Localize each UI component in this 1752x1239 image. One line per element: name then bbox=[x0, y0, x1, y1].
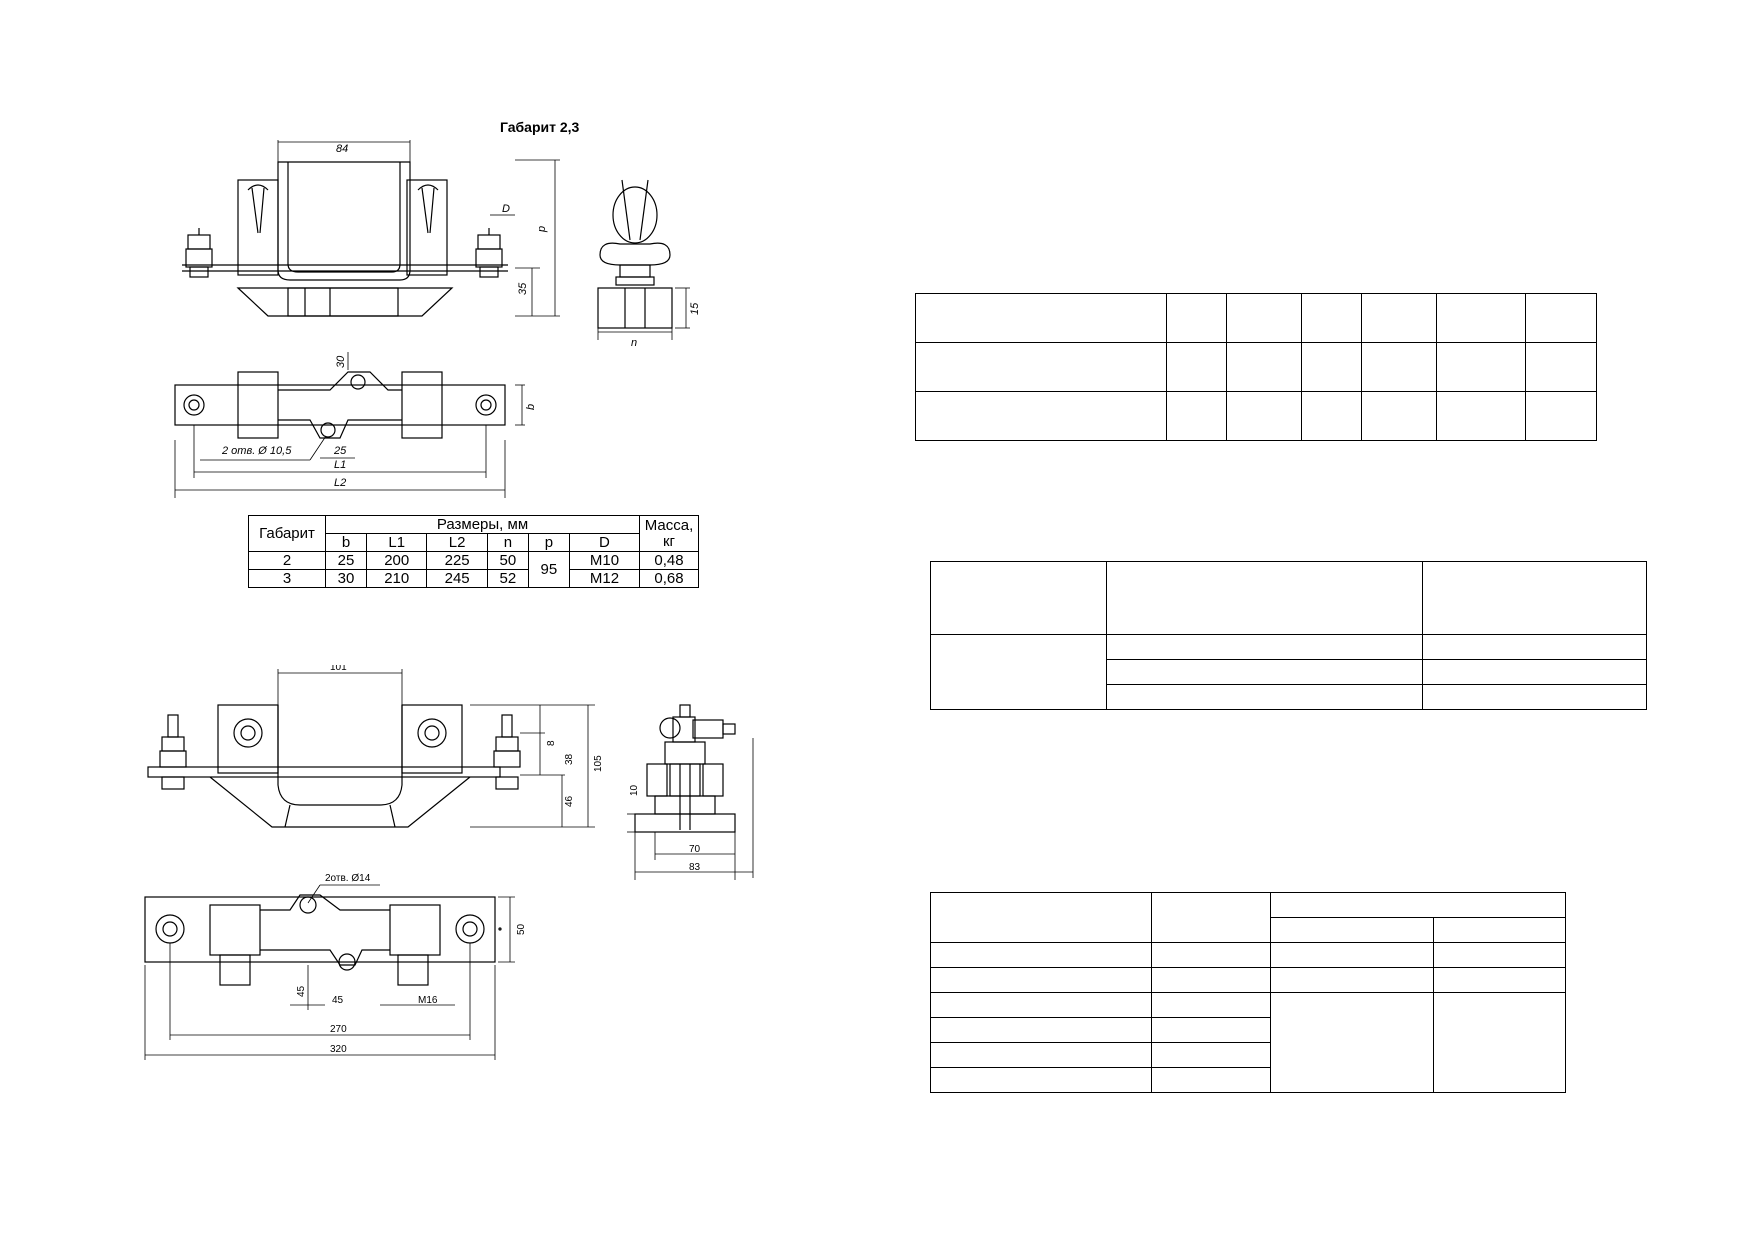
dim-height-p: p bbox=[536, 226, 548, 233]
cell-L2: 225 bbox=[426, 551, 488, 570]
cell-gabarit: 2 bbox=[248, 551, 326, 570]
header-gabarit: Габарит bbox=[248, 515, 326, 552]
dim-holes: 2 отв. Ø 10,5 bbox=[221, 445, 292, 457]
cell-mass: 0,48 bbox=[639, 551, 699, 570]
spec-table: Габарит Размеры, мм Масса, кг b L1 L2 n … bbox=[248, 515, 699, 588]
cell-b: 30 bbox=[324, 569, 368, 588]
empty-grid-2 bbox=[930, 561, 1647, 710]
dim-10: 10 bbox=[629, 784, 640, 796]
cell-L1: 200 bbox=[366, 551, 428, 570]
dim-b: b bbox=[525, 404, 537, 410]
table-row: 3 30 210 245 52 M12 0,68 bbox=[248, 569, 699, 588]
cell-b: 25 bbox=[324, 551, 368, 570]
col-p: p bbox=[527, 533, 570, 552]
cell-L2: 245 bbox=[426, 569, 488, 588]
dim-width-n: n bbox=[631, 337, 637, 349]
dim-25: 25 bbox=[333, 445, 347, 457]
dim-holes-14: 2отв. Ø14 bbox=[325, 873, 371, 884]
cell-n: 52 bbox=[486, 569, 529, 588]
dim-30: 30 bbox=[335, 355, 347, 368]
cell-gabarit: 3 bbox=[248, 569, 326, 588]
col-D: D bbox=[568, 533, 641, 552]
dim-L1: L1 bbox=[334, 459, 346, 471]
dim-8: 8 bbox=[546, 740, 557, 746]
dim-diameter-d: D bbox=[502, 203, 510, 215]
drawing1-top-view: 30 b 2 отв. Ø 10,5 25 L1 L2 bbox=[174, 352, 537, 498]
col-b: b bbox=[324, 533, 368, 552]
dim-base-35: 35 bbox=[517, 282, 529, 295]
empty-grid-3 bbox=[930, 892, 1566, 1093]
col-L2: L2 bbox=[426, 533, 488, 552]
cell-L1: 210 bbox=[366, 569, 428, 588]
dim-base-15: 15 bbox=[689, 302, 701, 315]
drawing2-front-view: 101 8 38 105 46 bbox=[147, 665, 604, 828]
drawing1-side-view: n 15 bbox=[597, 179, 701, 349]
dim-45-vertical: 45 bbox=[296, 985, 307, 997]
drawing2-side-view: 10 70 83 bbox=[627, 704, 754, 880]
section-title: Габарит 2,3 bbox=[500, 119, 580, 135]
dim-top-width: 84 bbox=[336, 143, 348, 155]
dim-m16: M16 bbox=[418, 995, 438, 1006]
dim-38: 38 bbox=[564, 753, 575, 765]
dim-105: 105 bbox=[593, 755, 604, 772]
dim-270: 270 bbox=[330, 1024, 347, 1035]
dim-50: 50 bbox=[516, 923, 527, 935]
table-row: 2 25 200 225 50 95 M10 0,48 bbox=[248, 551, 699, 588]
dim-L2: L2 bbox=[334, 477, 346, 489]
empty-grid-1 bbox=[915, 293, 1597, 441]
dim-320: 320 bbox=[330, 1044, 347, 1055]
dim-46: 46 bbox=[564, 795, 575, 807]
cell-p: 95 bbox=[527, 551, 570, 588]
dim-101: 101 bbox=[330, 665, 347, 673]
cell-D: M12 bbox=[568, 569, 641, 588]
cell-mass: 0,68 bbox=[639, 569, 699, 588]
drawing1-front-view: 84 D p 35 bbox=[182, 140, 560, 317]
dim-45-horizontal: 45 bbox=[332, 995, 344, 1006]
dim-70: 70 bbox=[689, 844, 701, 855]
col-n: n bbox=[486, 533, 529, 552]
header-sizes: Размеры, мм bbox=[325, 515, 640, 534]
cell-D: M10 bbox=[568, 551, 641, 570]
dim-83: 83 bbox=[689, 862, 701, 873]
header-mass: Масса, кг bbox=[639, 515, 699, 552]
cell-n: 50 bbox=[486, 551, 529, 570]
col-L1: L1 bbox=[366, 533, 428, 552]
drawing2-top-view: 2отв. Ø14 50 45 45 M16 270 320 bbox=[144, 873, 527, 1060]
